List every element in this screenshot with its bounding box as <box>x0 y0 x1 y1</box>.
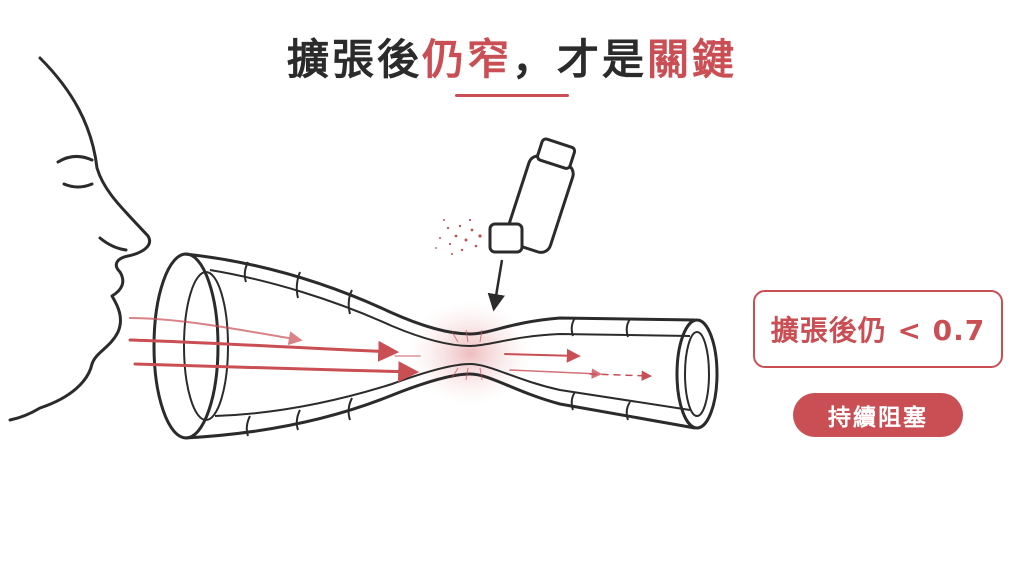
person-profile-icon <box>8 56 152 422</box>
obstruction-label: 持續阻塞 <box>828 405 928 431</box>
airway-tube-icon <box>152 252 719 440</box>
airflow-line-dashed <box>589 370 653 381</box>
airflow-arrow-icon <box>128 317 653 383</box>
airflow-line <box>128 338 400 362</box>
tube-outer-wall-bottom <box>184 372 696 440</box>
tube-right-opening <box>675 318 719 430</box>
constriction-wrinkles <box>451 329 483 381</box>
airflow-line <box>129 317 303 346</box>
narrowing-glow <box>408 301 532 405</box>
airflow-line <box>133 361 420 383</box>
tube-inner-wall-top <box>209 269 691 348</box>
title-part-4: 關鍵 <box>647 35 738 84</box>
tube-inner-wall-bottom <box>214 362 691 417</box>
inhaler-canister <box>536 137 577 170</box>
inhaler-icon <box>488 137 577 254</box>
tube-right-inner-ring <box>684 331 710 417</box>
tube-outer-wall-top <box>184 252 696 336</box>
fev1-fvc-ratio-box: 擴張後仍 < 0.7 <box>753 290 1003 368</box>
title-part-1: 擴張後 <box>286 35 422 84</box>
airflow-line-weak <box>509 368 603 379</box>
title-underline <box>455 94 569 97</box>
title-part-2: 仍窄 <box>421 35 512 84</box>
airflow-line-weak <box>504 348 581 363</box>
tube-left-inner-ring <box>183 271 229 421</box>
cartilage-rings <box>243 261 631 437</box>
inhaler-mouthpiece <box>488 222 524 254</box>
persistent-obstruction-badge: 持續阻塞 <box>793 393 963 437</box>
title-part-3: ，才是 <box>512 35 648 84</box>
pointer-arrow <box>487 259 505 312</box>
diagram-title: 擴張後仍窄，才是關鍵 <box>0 26 1024 87</box>
tube-left-opening <box>152 252 220 440</box>
spray-mist <box>435 218 482 255</box>
ratio-label: 擴張後仍 < 0.7 <box>770 314 986 347</box>
